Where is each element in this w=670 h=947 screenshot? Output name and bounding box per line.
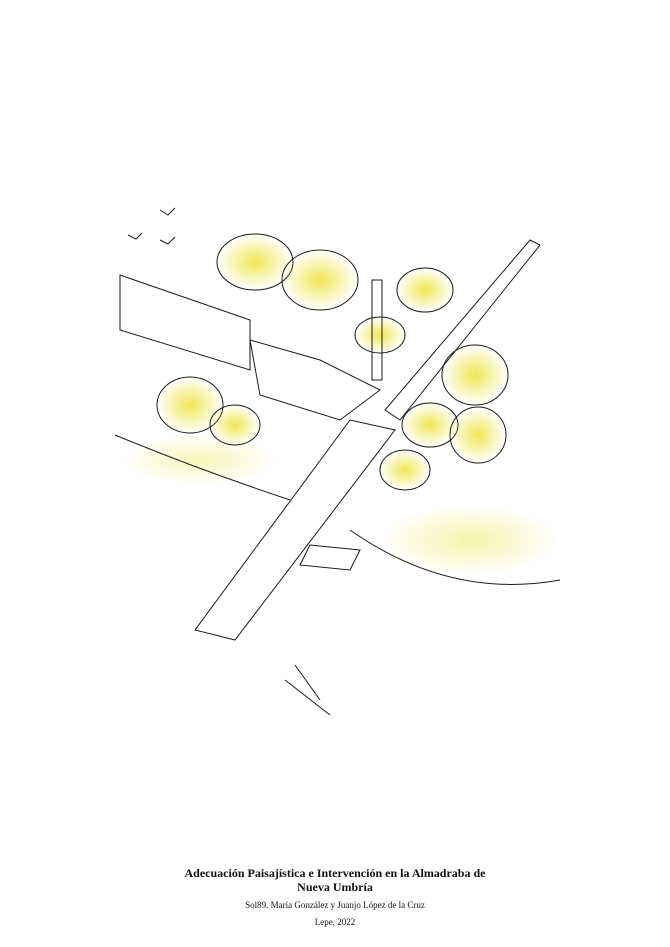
poster-title: Adecuación Paisajística e Intervención e… [0,866,670,894]
birds [127,207,176,245]
place-date: Lepe, 2022 [314,917,356,927]
title-line-1: Adecuación Paisajística e Intervención e… [184,866,486,880]
buildings-and-pier [114,239,561,716]
title-line-2: Nueva Umbría [297,880,373,894]
trees [156,233,509,491]
credits: Sol89. María González y Juanjo López de … [245,900,425,910]
ground-wash [120,435,560,575]
architectural-sketch [114,207,561,716]
